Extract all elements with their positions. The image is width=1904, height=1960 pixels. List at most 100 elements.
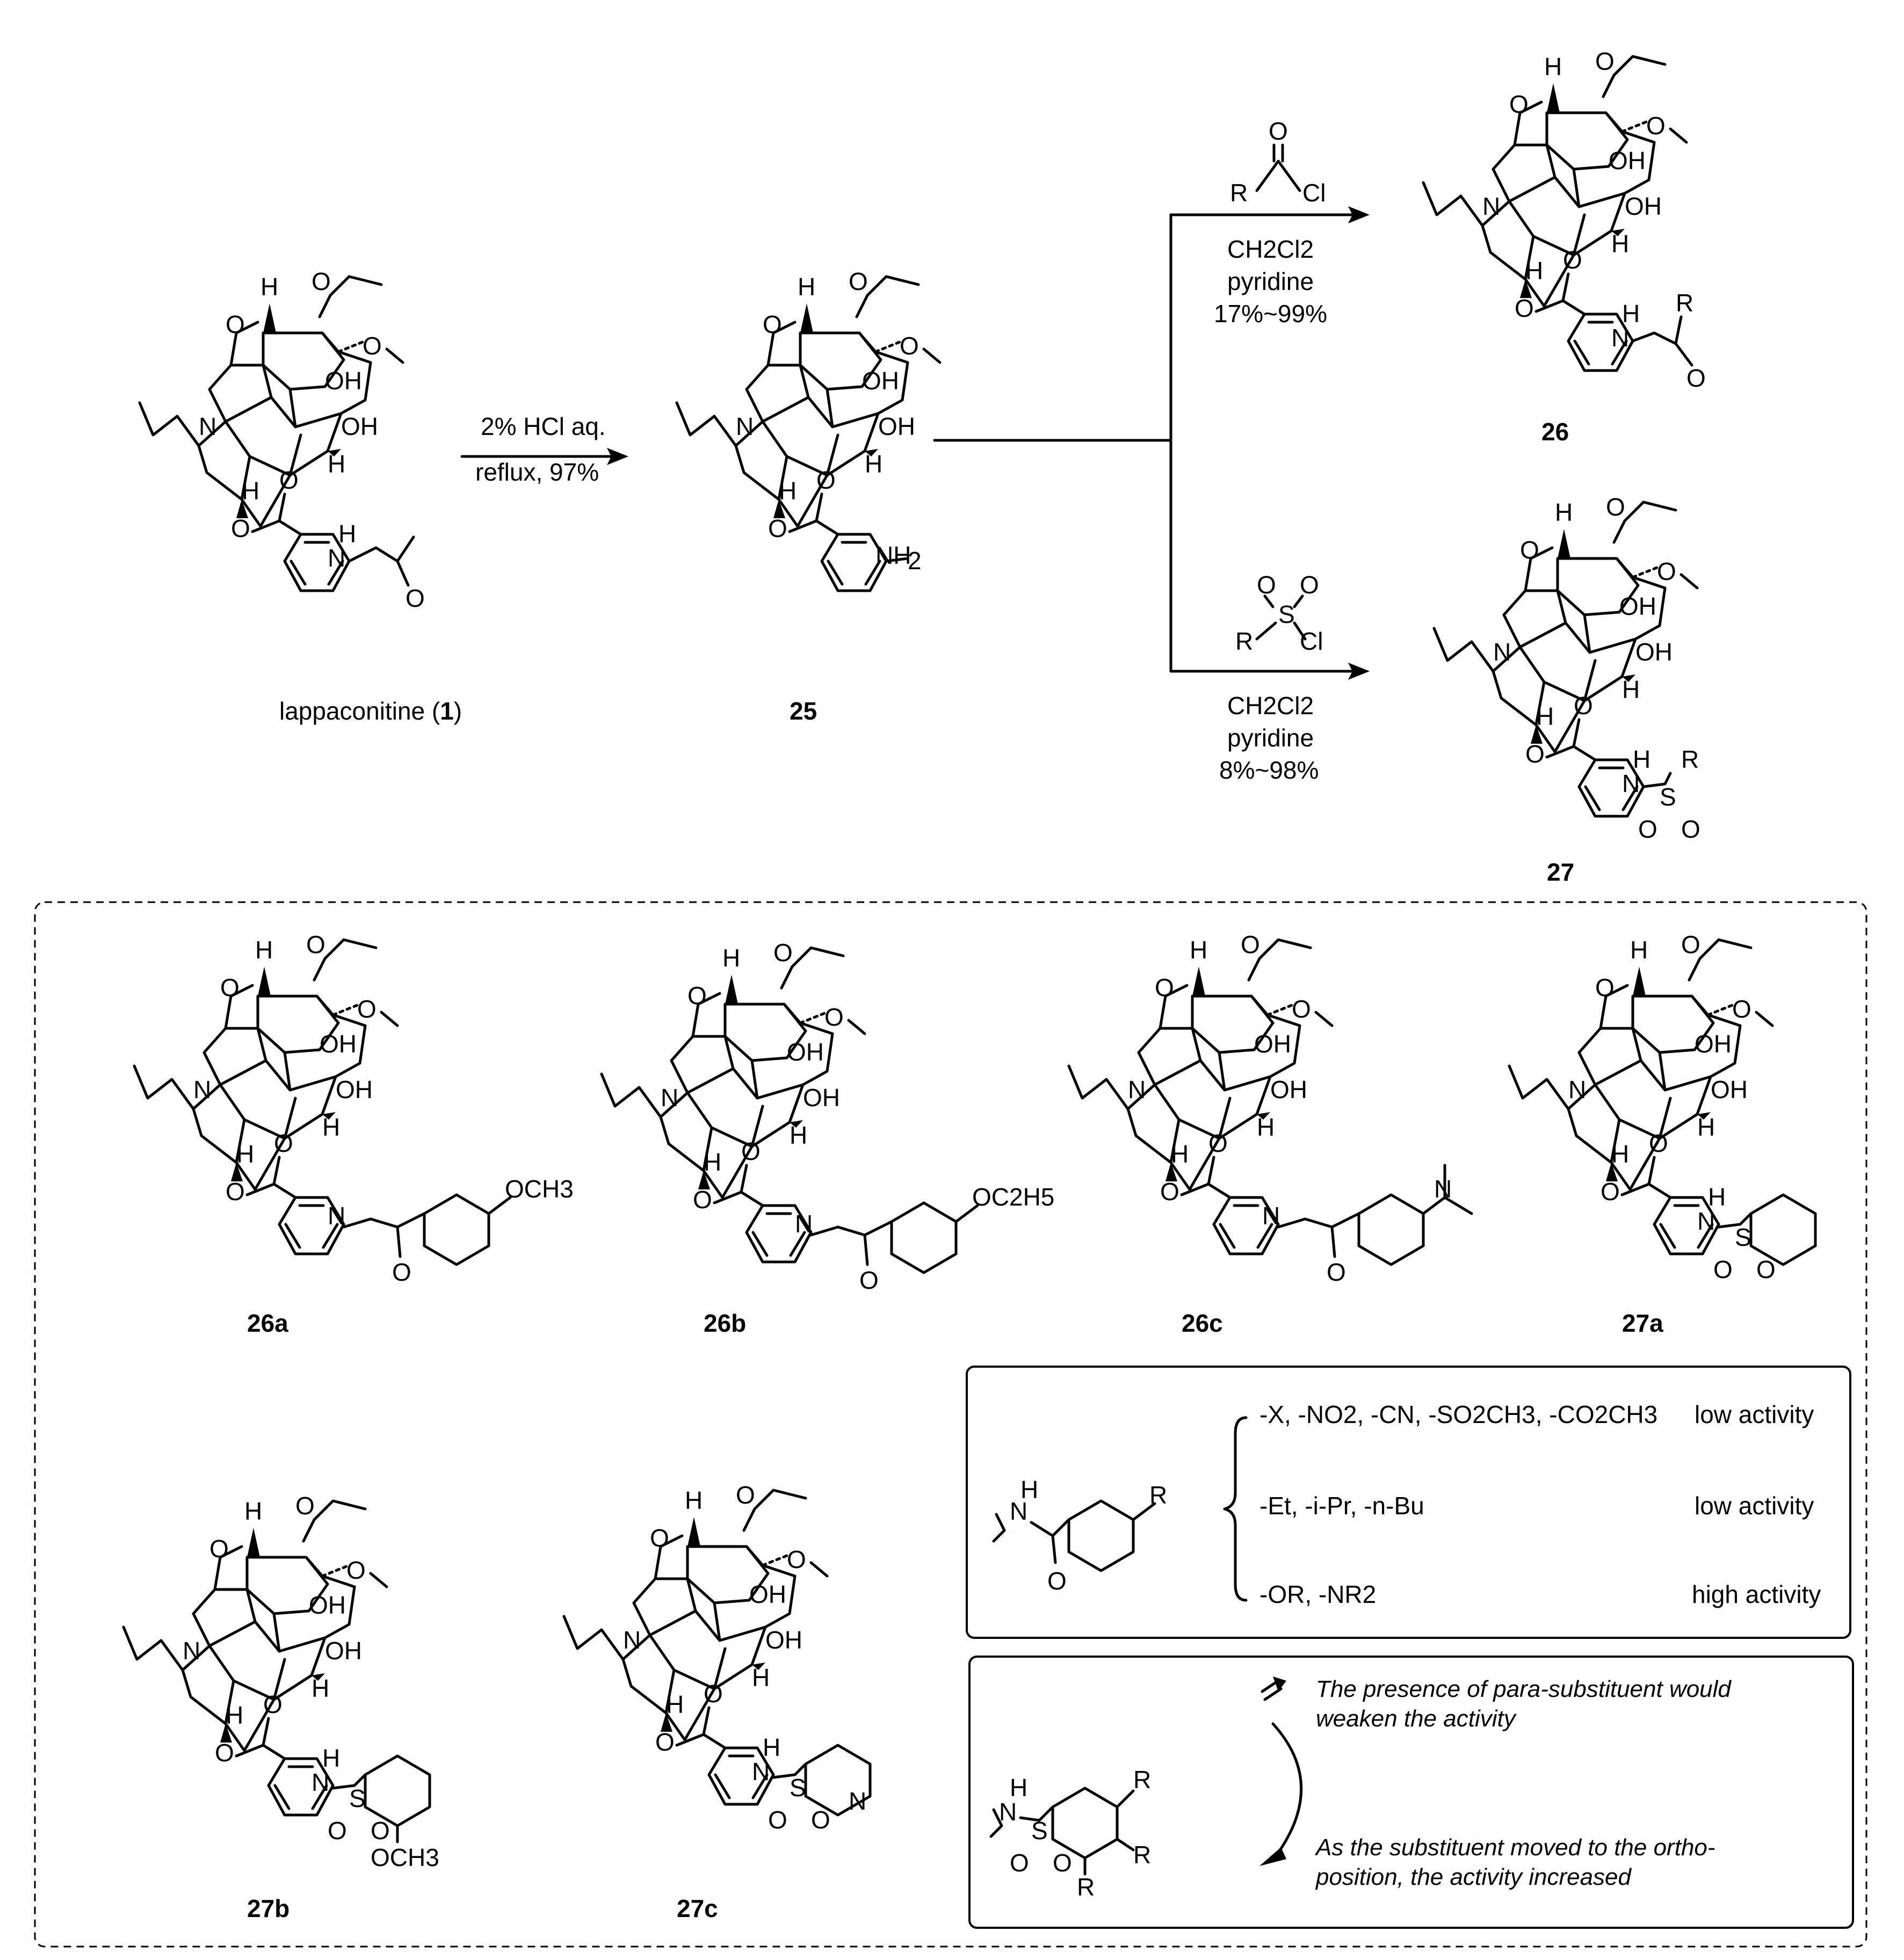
svg-text:O: O [1327, 1258, 1346, 1286]
compound-27a-structure: H N S O O [1509, 931, 1817, 1283]
svg-text:O: O [371, 1817, 390, 1845]
svg-text:S: S [790, 1774, 806, 1802]
svg-text:R: R [1676, 289, 1693, 317]
derivatives-box [34, 901, 1867, 1948]
compound-26-structure: H N R O [1423, 47, 1706, 392]
acyl-reagent-Cl: Cl [1302, 179, 1326, 207]
step1-conditions: reflux, 97% [475, 458, 599, 486]
svg-text:N: N [752, 1758, 770, 1785]
compound-26-label: 26 [1541, 418, 1569, 446]
sulfonyl-chloride-reagent [1255, 594, 1307, 641]
acyl-reagent-R: R [1230, 179, 1248, 207]
sulfonyl-base: pyridine [1227, 724, 1314, 752]
svg-text:O: O [406, 584, 425, 612]
step1-arrow [460, 448, 628, 465]
sulfonyl-reagent-S: S [1278, 600, 1295, 628]
sar-amide-row2-substituents: -Et, -i-Pr, -n-Bu [1259, 1492, 1424, 1520]
compound-26c-label: 26c [1182, 1309, 1223, 1337]
compound-27b-label: 27b [247, 1894, 289, 1922]
acyl-solvent: CH2Cl2 [1227, 235, 1314, 263]
compound-27b-structure: H N S O O OCH3 [124, 1492, 439, 1871]
sar-amide-row3-substituents: -OR, -NR2 [1259, 1580, 1376, 1608]
svg-text:O: O [1638, 815, 1657, 843]
svg-text:S: S [1660, 783, 1676, 811]
compound-26c-structure: N O N [1069, 931, 1473, 1286]
svg-text:NH: NH [875, 541, 911, 569]
svg-text:N: N [1622, 770, 1640, 797]
sar-amide-r-label: R [1149, 1481, 1167, 1509]
svg-text:N: N [849, 1787, 866, 1815]
svg-text:R: R [1681, 745, 1699, 773]
compound-25-structure: NH 2 [677, 267, 940, 591]
svg-text:H: H [1020, 1476, 1038, 1504]
svg-text:H: H [1010, 1774, 1027, 1802]
svg-text:OCH3: OCH3 [505, 1175, 574, 1203]
svg-text:N: N [1434, 1175, 1452, 1203]
svg-text:N: N [328, 1202, 345, 1230]
svg-text:OCH3: OCH3 [371, 1843, 439, 1871]
sar-note1-line1: The presence of para-substituent would [1316, 1676, 1732, 1702]
svg-text:H: H [1708, 1183, 1726, 1211]
svg-text:O: O [811, 1806, 830, 1834]
svg-text:H: H [1633, 745, 1650, 773]
svg-text:O: O [328, 1817, 347, 1845]
sar-note1-line2: weaken the activity [1316, 1705, 1517, 1732]
compound-26b-structure: N O OC2H5 [602, 939, 1054, 1294]
svg-text:O: O [1047, 1567, 1067, 1595]
svg-text:H: H [322, 1744, 340, 1772]
acyl-yield: 17%~99% [1214, 300, 1327, 328]
sar-sulfonamide-structure: H N S O O R R R [989, 1676, 1303, 1901]
compound-26a-label: 26a [247, 1309, 288, 1337]
sar-amide-structure: H N O [992, 1416, 1248, 1602]
svg-text:O: O [859, 1266, 879, 1294]
compound-26b-label: 26b [704, 1309, 746, 1337]
sar-sulfonamide-box [968, 1656, 1854, 1929]
compound-27c-structure: H N S O O N [564, 1481, 872, 1834]
sar-amide-row2-activity: low activity [1695, 1492, 1814, 1520]
svg-text:2: 2 [908, 547, 922, 575]
compound-27a-label: 27a [1622, 1309, 1663, 1337]
sulfonyl-yield: 8%~98% [1219, 756, 1319, 784]
sar-note2-line2: position, the activity increased [1315, 1864, 1632, 1890]
acyl-reagent-O: O [1269, 117, 1288, 145]
svg-text:O: O [768, 1806, 787, 1834]
svg-text:R: R [1077, 1873, 1095, 1901]
svg-text:O: O [1756, 1255, 1776, 1283]
svg-text:N: N [328, 544, 345, 572]
sar-amide-row1-activity: low activity [1695, 1400, 1814, 1428]
svg-text:O: O [1713, 1255, 1733, 1283]
compound-26a-structure: N O OCH3 [134, 931, 574, 1286]
svg-text:O: O [392, 1258, 411, 1286]
svg-text:S: S [1031, 1817, 1048, 1845]
sar-note2-line1: As the substituent moved to the ortho- [1314, 1834, 1715, 1861]
sar-amide-row1-substituents: -X, -NO2, -CN, -SO2CH3, -CO2CH3 [1259, 1400, 1657, 1428]
step1-reagent: 2% HCl aq. [481, 412, 606, 440]
svg-text:O: O [1053, 1849, 1072, 1877]
sulfonyl-reagent-O2: O [1300, 571, 1319, 599]
svg-text:N: N [1611, 324, 1629, 352]
sulfonyl-reagent-R: R [1235, 627, 1253, 655]
lappaconitine-label: lappaconitine (1) [279, 697, 462, 725]
svg-text:H: H [1622, 300, 1640, 328]
compound-27-structure: H N S R O O [1434, 493, 1700, 843]
svg-text:H: H [763, 1733, 780, 1761]
sar-amide-row3-activity: high activity [1692, 1580, 1821, 1608]
sulfonyl-reagent-Cl: Cl [1300, 627, 1323, 655]
svg-text:O: O [1010, 1849, 1029, 1877]
compound-25-label: 25 [790, 697, 817, 725]
sulfonyl-solvent: CH2Cl2 [1227, 692, 1314, 720]
svg-text:H: H [338, 520, 356, 548]
svg-text:N: N [1010, 1497, 1027, 1525]
svg-text:N: N [1262, 1202, 1280, 1230]
compound-27-label: 27 [1547, 858, 1574, 886]
svg-text:N: N [1697, 1207, 1715, 1235]
svg-text:S: S [349, 1784, 366, 1812]
svg-text:N: N [795, 1210, 813, 1238]
branch-lines [933, 206, 1370, 680]
svg-text:N: N [312, 1768, 329, 1796]
svg-text:N: N [999, 1798, 1017, 1826]
svg-text:O: O [1681, 815, 1700, 843]
sulfonyl-reagent-O1: O [1257, 571, 1276, 599]
svg-text:OC2H5: OC2H5 [972, 1183, 1054, 1211]
